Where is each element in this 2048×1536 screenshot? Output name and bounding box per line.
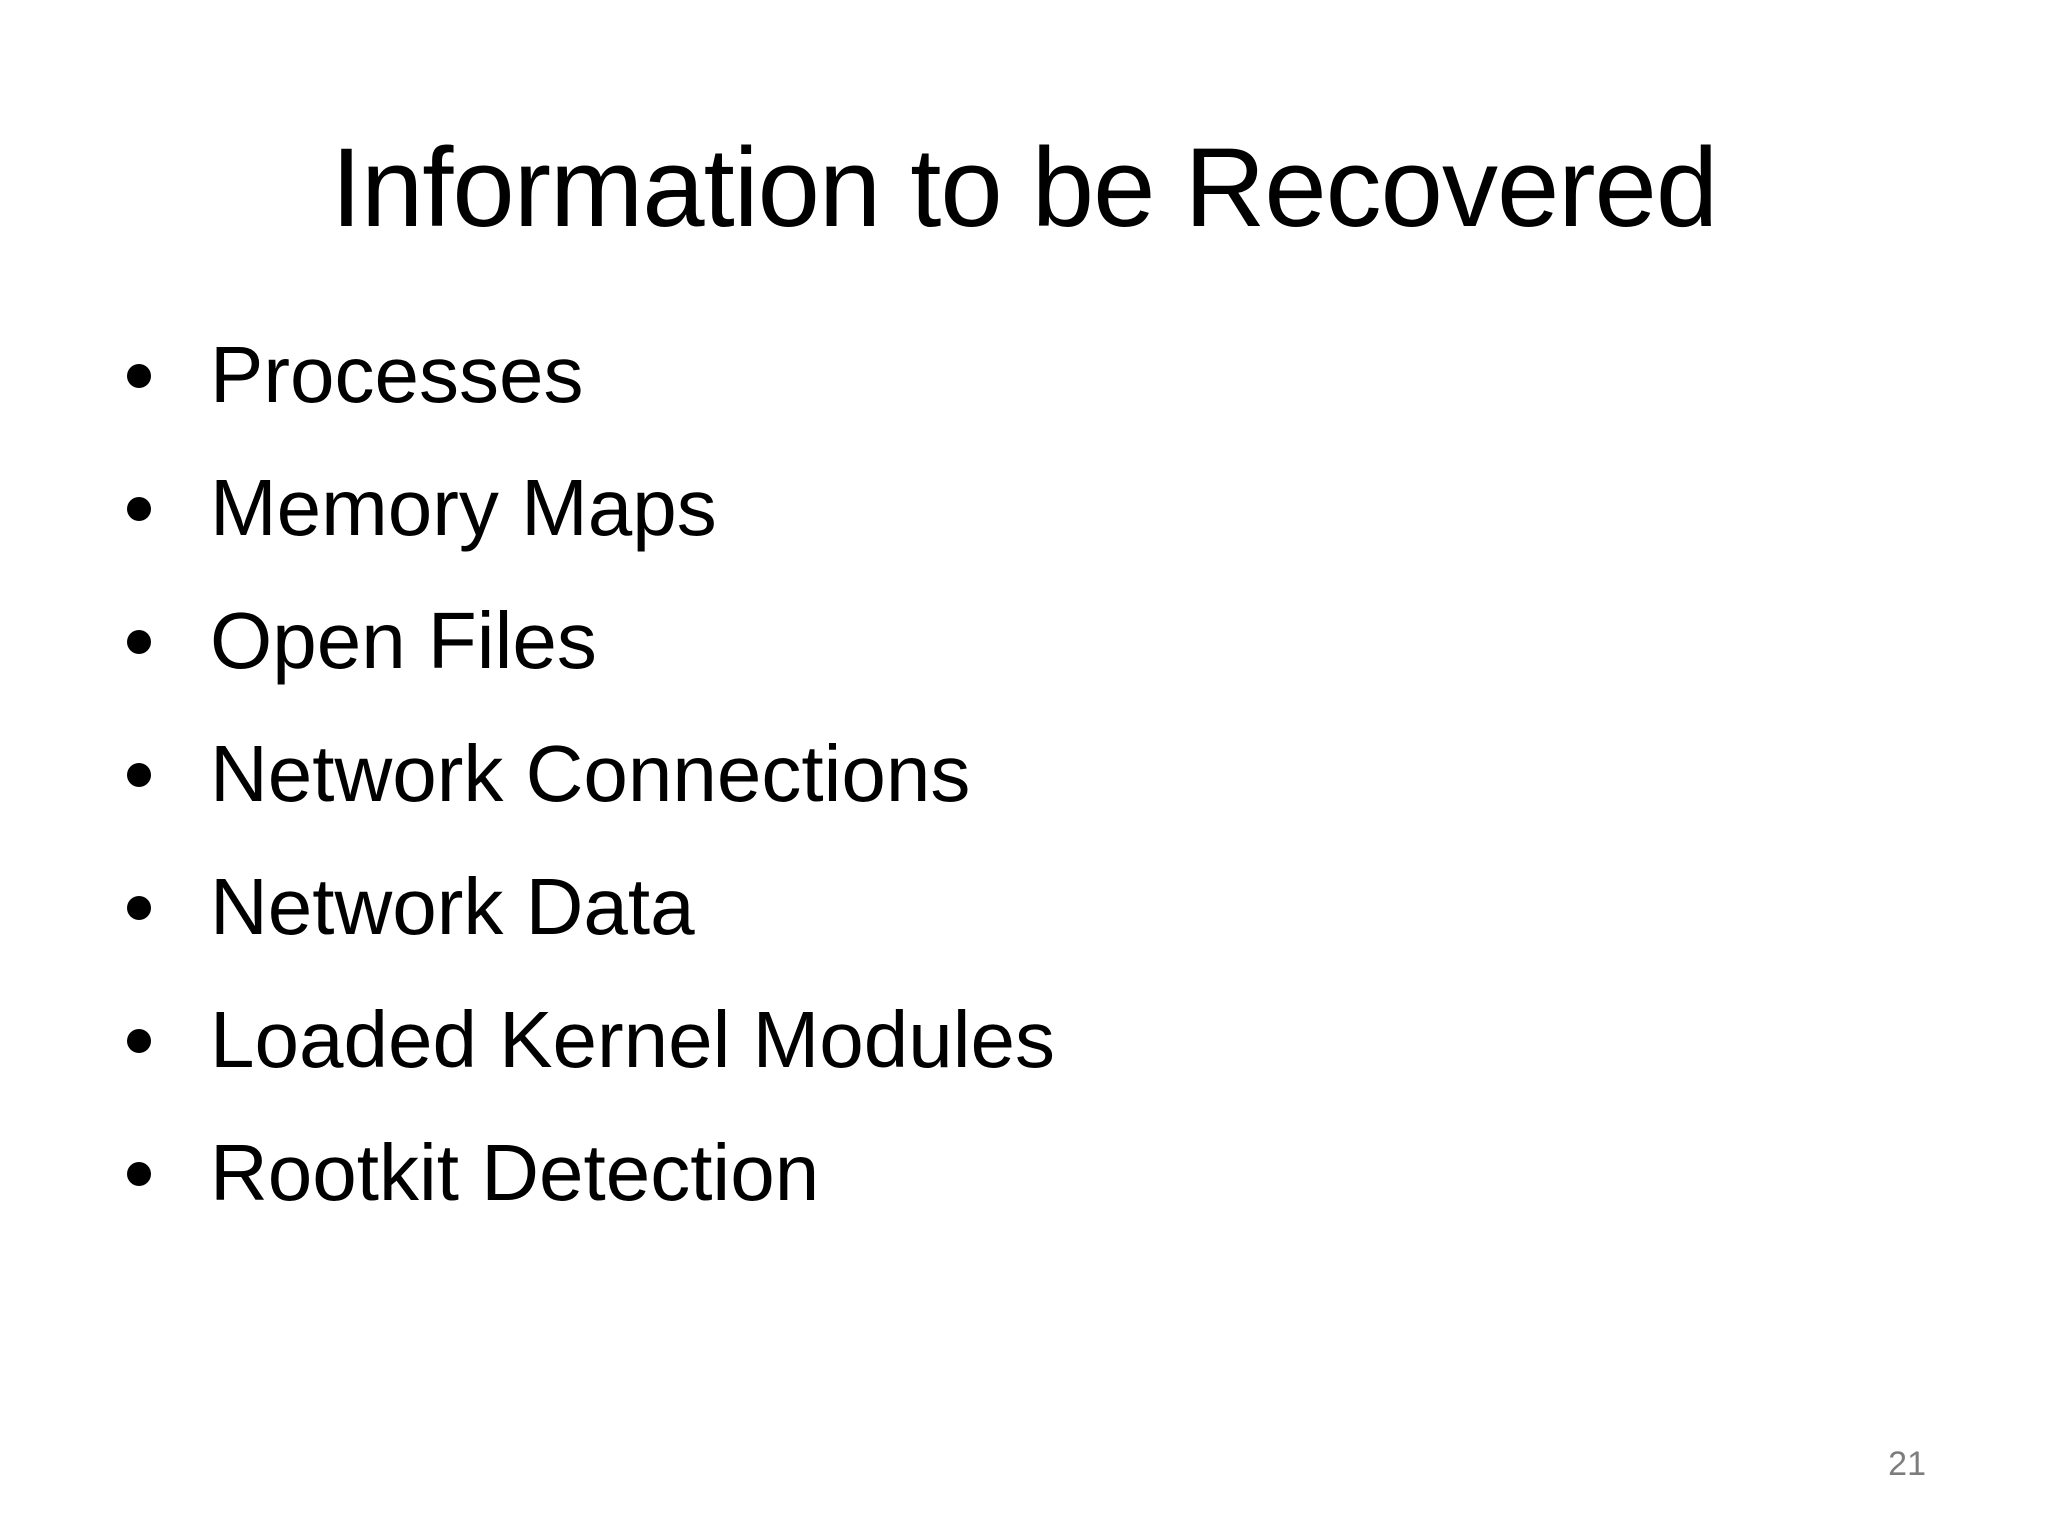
- list-item: Rootkit Detection: [0, 1106, 2048, 1239]
- page-number: 21: [1888, 1445, 1926, 1483]
- bullet-text: Open Files: [210, 596, 597, 685]
- slide-title: Information to be Recovered: [330, 125, 1718, 250]
- bullet-text: Rootkit Detection: [210, 1128, 820, 1217]
- bullet-icon: [127, 630, 151, 654]
- bullet-text: Processes: [210, 330, 584, 419]
- list-item: Network Connections: [0, 707, 2048, 840]
- bullet-icon: [127, 364, 151, 388]
- list-item: Loaded Kernel Modules: [0, 973, 2048, 1106]
- bullet-text: Network Connections: [210, 729, 971, 818]
- bullet-text: Loaded Kernel Modules: [210, 995, 1056, 1084]
- bullet-icon: [127, 1029, 151, 1053]
- bullet-list: Processes Memory Maps Open Files Network…: [0, 308, 2048, 1239]
- list-item: Network Data: [0, 840, 2048, 973]
- list-item: Processes: [0, 308, 2048, 441]
- bullet-text: Memory Maps: [210, 463, 717, 552]
- bullet-text: Network Data: [210, 862, 695, 951]
- list-item: Memory Maps: [0, 441, 2048, 574]
- bullet-icon: [127, 497, 151, 521]
- bullet-icon: [127, 1162, 151, 1186]
- bullet-icon: [127, 896, 151, 920]
- list-item: Open Files: [0, 574, 2048, 707]
- bullet-icon: [127, 763, 151, 787]
